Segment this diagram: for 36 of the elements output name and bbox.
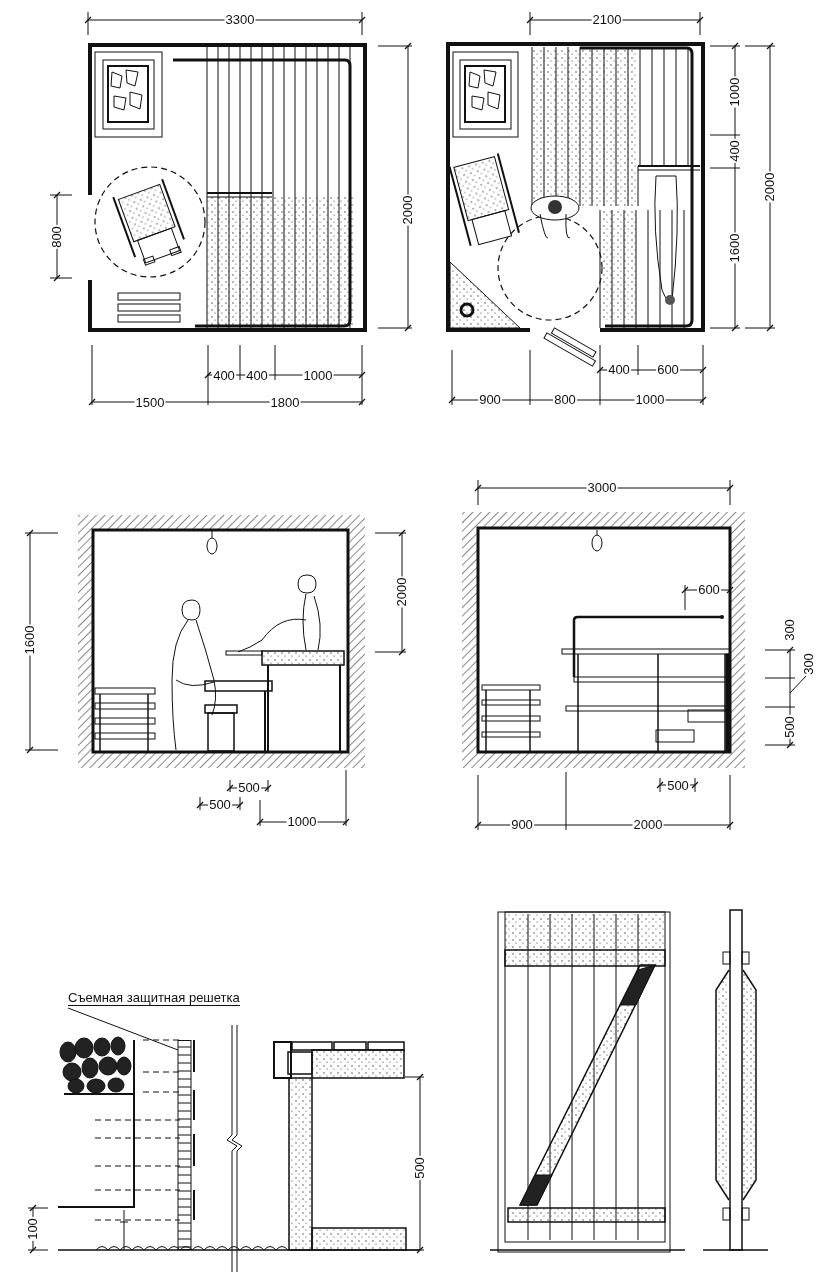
- dimension-label: 1000: [634, 393, 666, 407]
- dimension-label: 600: [656, 363, 680, 377]
- dimension-label: 600: [697, 583, 721, 597]
- dimension-label: 500: [237, 781, 261, 795]
- dimension-label: 1000: [286, 815, 318, 829]
- dimension-label: 2000: [395, 576, 409, 608]
- dimension-label: 500: [783, 715, 797, 739]
- dimension-label: 900: [478, 393, 502, 407]
- dimension-label: 1600: [728, 232, 742, 264]
- dimension-label: 1800: [269, 396, 301, 410]
- dimension-label: 3300: [224, 13, 256, 27]
- dimension-label: 500: [413, 1156, 427, 1180]
- dimension-label: 400: [245, 369, 269, 383]
- dimension-label: 1000: [302, 369, 334, 383]
- dimension-label: 2000: [632, 818, 664, 832]
- dimension-label: 400: [607, 363, 631, 377]
- leader-line: [67, 1007, 179, 1051]
- dimension-label: 2000: [763, 171, 777, 203]
- dimension-label: 2100: [591, 13, 623, 27]
- dimension-label: 900: [510, 818, 534, 832]
- dimension-label: 800: [553, 393, 577, 407]
- guard-grille-drawing: [177, 1040, 194, 1250]
- dimension-label: 800: [50, 225, 64, 249]
- dimension-label: 1500: [134, 396, 166, 410]
- dimension-label: 500: [208, 798, 232, 812]
- callout-label: Съемная защитная решетка: [68, 990, 240, 1006]
- dimension-label: 2000: [401, 194, 415, 226]
- dimension-label: 500: [666, 779, 690, 793]
- dimension-label: 100: [26, 1217, 40, 1241]
- dimension-label: 1600: [23, 624, 37, 656]
- dimension-label: 1000: [728, 76, 742, 108]
- dimension-label: 400: [728, 139, 742, 163]
- dimension-label: 400: [212, 369, 236, 383]
- dimension-label: 300: [802, 652, 816, 676]
- dimension-label: 300: [783, 618, 797, 642]
- dimension-label: 3000: [586, 481, 618, 495]
